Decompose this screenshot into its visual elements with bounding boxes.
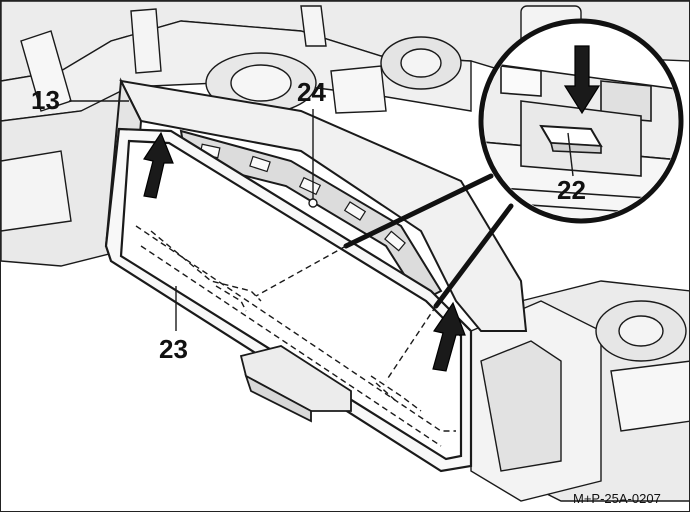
callout-13: 13 (31, 85, 60, 115)
reference-code: M+P-25A-0207 (573, 491, 661, 506)
left-housing (1, 30, 122, 267)
display-panel-23 (104, 127, 473, 473)
up-right-arrow-icon (143, 131, 174, 199)
callout-22: 22 (557, 175, 586, 205)
up-right-arrow-icon (432, 301, 466, 372)
down-arrow-icon (563, 45, 601, 115)
callout-23: 23 (159, 334, 188, 364)
detail-magnifier-22 (478, 18, 684, 224)
callout-leaders (69, 100, 574, 331)
right-machinery (470, 280, 689, 502)
magnifier-leader-lines (343, 173, 514, 309)
lower-bracket (239, 345, 352, 423)
callout-24: 24 (297, 77, 326, 107)
dashed-projection-lines (255, 245, 437, 382)
